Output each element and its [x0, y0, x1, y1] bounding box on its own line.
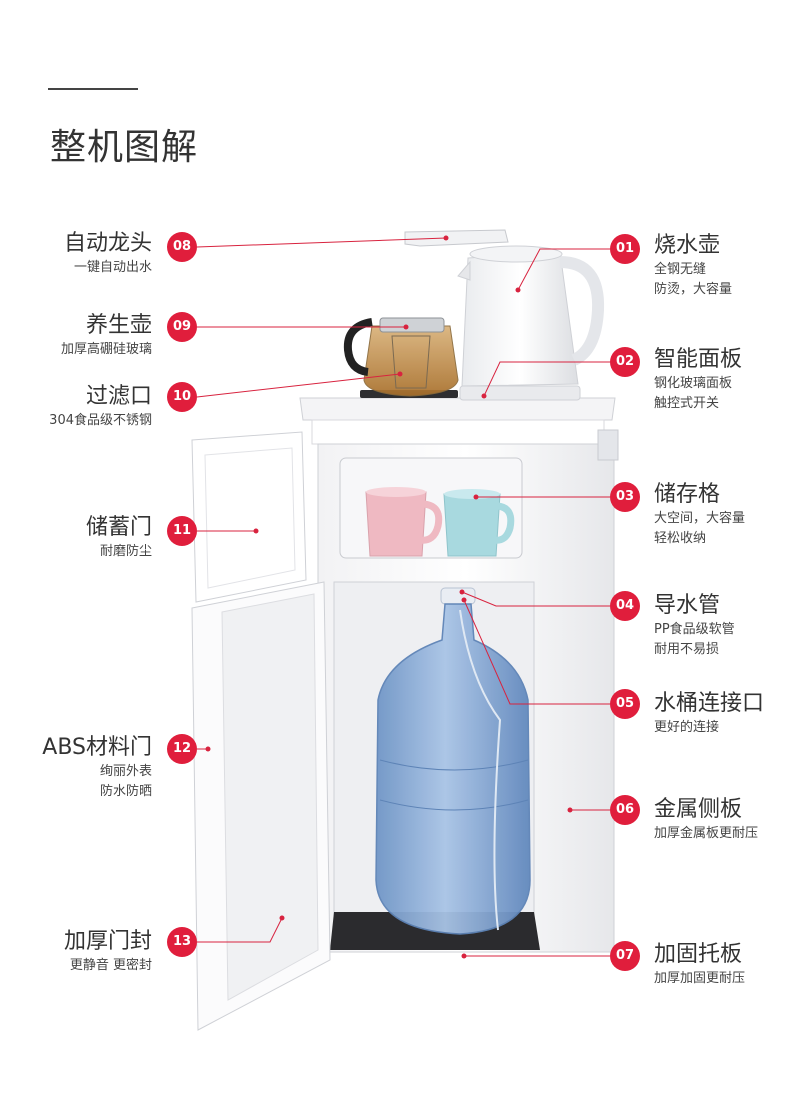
pink-cup-handle [419, 500, 443, 544]
part-name: 加固托板 [654, 942, 743, 967]
badge-09: 09 [167, 312, 197, 342]
callout-01: 烧水壶 全钢无缝 防烫，大容量 [654, 232, 732, 300]
part-desc: 触控式开关 [654, 396, 720, 411]
side-label [597, 429, 619, 461]
part-desc: 绚丽外表 [99, 764, 152, 779]
badge-13: 13 [167, 927, 197, 957]
callout-04: 导水管 PP食品级软管 耐用不易损 [654, 592, 735, 660]
part-desc: 加厚高硼硅玻璃 [60, 342, 152, 357]
leader-13 [197, 917, 283, 943]
lower-door-panel [221, 593, 319, 1001]
part-desc: 304食品级不锈钢 [49, 413, 152, 428]
kettle-lid [469, 245, 563, 263]
callout-07: 加固托板 加厚加固更耐压 [654, 941, 745, 989]
part-name: 过滤口 [85, 384, 152, 409]
bottle-ridge-2 [379, 799, 529, 811]
callout-03: 储存格 大空间，大容量 轻松收纳 [654, 481, 745, 549]
part-name: 金属侧板 [654, 797, 743, 822]
kettle-spout [457, 260, 471, 281]
part-desc: 加厚加固更耐压 [654, 971, 746, 986]
badge-04: 04 [610, 591, 640, 621]
part-desc: 更静音 更密封 [69, 958, 152, 973]
part-desc: 防烫，大容量 [654, 282, 733, 297]
bottle-ridge-1 [379, 759, 529, 771]
part-desc: 加厚金属板更耐压 [654, 826, 759, 841]
kettle-base [459, 385, 581, 401]
pink-cup-rim [366, 487, 426, 497]
auto-faucet [404, 229, 509, 247]
part-name: 养生壶 [85, 313, 152, 338]
upper-door-panel [204, 447, 296, 589]
leader-10 [196, 373, 401, 398]
callout-09: 养生壶 加厚高硼硅玻璃 [61, 312, 152, 360]
part-desc: 更好的连接 [654, 720, 720, 735]
part-name: 储存格 [654, 482, 721, 507]
pink-cup [365, 491, 427, 557]
part-desc: 钢化玻璃面板 [654, 376, 733, 391]
part-desc: PP食品级软管 [654, 622, 735, 637]
countertop [299, 397, 616, 421]
part-name: 智能面板 [654, 347, 743, 372]
leader-05 [463, 599, 610, 705]
part-desc: 耐用不易损 [654, 642, 720, 657]
badge-07: 07 [610, 941, 640, 971]
leader-01 [517, 248, 610, 291]
page-title: 整机图解 [50, 127, 199, 168]
badge-03: 03 [610, 482, 640, 512]
callout-10: 过滤口 304食品级不锈钢 [49, 383, 152, 431]
part-name: 自动龙头 [63, 231, 152, 256]
kettle [461, 251, 579, 387]
callout-13: 加厚门封 更静音 更密封 [64, 928, 152, 976]
part-name: 加厚门封 [63, 929, 152, 954]
part-name: 烧水壶 [654, 233, 721, 258]
part-name: 水桶连接口 [654, 691, 765, 716]
filter-basket [391, 335, 431, 389]
blue-cup-handle [493, 502, 515, 544]
health-pot [363, 325, 459, 397]
callout-05: 水桶连接口 更好的连接 [654, 690, 764, 738]
leader-04 [461, 591, 610, 607]
badge-02: 02 [610, 347, 640, 377]
health-pot-handle [343, 318, 373, 376]
upper-door [191, 431, 307, 603]
part-desc: 一键自动出水 [73, 260, 152, 275]
callout-06: 金属侧板 加厚金属板更耐压 [654, 796, 758, 844]
title-rule [48, 88, 138, 90]
kettle-handle [559, 256, 605, 366]
health-pot-lid [379, 317, 445, 333]
badge-10: 10 [167, 382, 197, 412]
leader-dots [205, 235, 573, 959]
water-bottle [375, 603, 531, 935]
leader-08 [196, 237, 447, 248]
blue-cup [443, 493, 501, 557]
badge-06: 06 [610, 795, 640, 825]
part-desc: 轻松收纳 [654, 531, 707, 546]
part-desc: 大空间，大容量 [654, 511, 746, 526]
badge-12: 12 [167, 734, 197, 764]
callout-12: ABS材料门 绚丽外表 防水防晒 [42, 734, 152, 802]
bottle-cap [440, 587, 476, 605]
part-name: 导水管 [654, 593, 721, 618]
callout-08: 自动龙头 一键自动出水 [64, 230, 152, 278]
top-band [311, 419, 605, 445]
suction-tube [459, 609, 502, 931]
part-name: 储蓄门 [85, 515, 152, 540]
badge-05: 05 [610, 689, 640, 719]
badge-11: 11 [167, 516, 197, 546]
badge-01: 01 [610, 234, 640, 264]
leader-lines [196, 237, 610, 957]
part-desc: 防水防晒 [99, 784, 152, 799]
badge-08: 08 [167, 232, 197, 262]
callout-11: 储蓄门 耐磨防尘 [86, 514, 152, 562]
leader-02 [483, 361, 610, 397]
callout-02: 智能面板 钢化玻璃面板 触控式开关 [654, 346, 742, 414]
part-name: ABS材料门 [42, 735, 152, 760]
part-desc: 耐磨防尘 [99, 544, 152, 559]
part-desc: 全钢无缝 [654, 262, 707, 277]
